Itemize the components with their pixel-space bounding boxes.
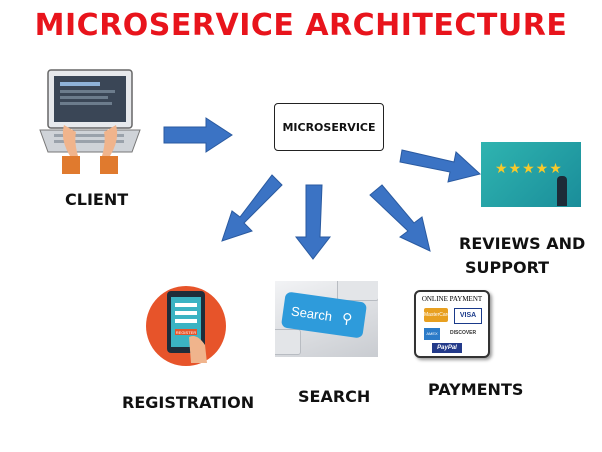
microservice-box: MICROSERVICE	[274, 103, 384, 151]
reviews-label: REVIEWS AND SUPPORT	[459, 232, 585, 280]
page-title: MICROSERVICE ARCHITECTURE	[34, 8, 568, 43]
amex-logo: AMEX	[424, 328, 440, 340]
search-keyboard-image: Search ⚲	[275, 281, 378, 357]
payments-label: PAYMENTS	[428, 380, 524, 399]
online-payment-title: Online Payment	[421, 295, 483, 303]
arrow-to-reviews	[399, 149, 482, 183]
laptop-icon	[39, 69, 141, 174]
search-label: SEARCH	[298, 387, 371, 406]
discover-logo: DISCOVER	[450, 330, 477, 336]
payments-card-image: Online Payment MasterCard VISA AMEX DISC…	[414, 290, 490, 358]
magnifier-icon: ⚲	[340, 309, 354, 327]
reviews-label-line2: SUPPORT	[465, 258, 550, 277]
hand-icon	[557, 176, 567, 206]
visa-logo: VISA	[454, 308, 482, 324]
registration-label: REGISTRATION	[122, 393, 255, 412]
mastercard-logo: MasterCard	[424, 308, 450, 322]
arrow-to-search	[294, 184, 332, 260]
star-rating-icon: ★★★★★	[495, 160, 563, 176]
register-button-text: REGISTER	[176, 330, 197, 335]
registration-icon: REGISTER	[146, 286, 226, 366]
arrow-to-payments	[369, 184, 431, 252]
reviews-label-line1: REVIEWS AND	[459, 234, 586, 253]
reviews-image: ★★★★★	[481, 142, 581, 207]
arrow-to-registration	[221, 174, 283, 242]
client-label: CLIENT	[65, 190, 129, 209]
paypal-logo: PayPal	[432, 343, 462, 353]
search-key-text: Search	[290, 302, 334, 324]
arrow-client-to-microservice	[163, 117, 233, 153]
